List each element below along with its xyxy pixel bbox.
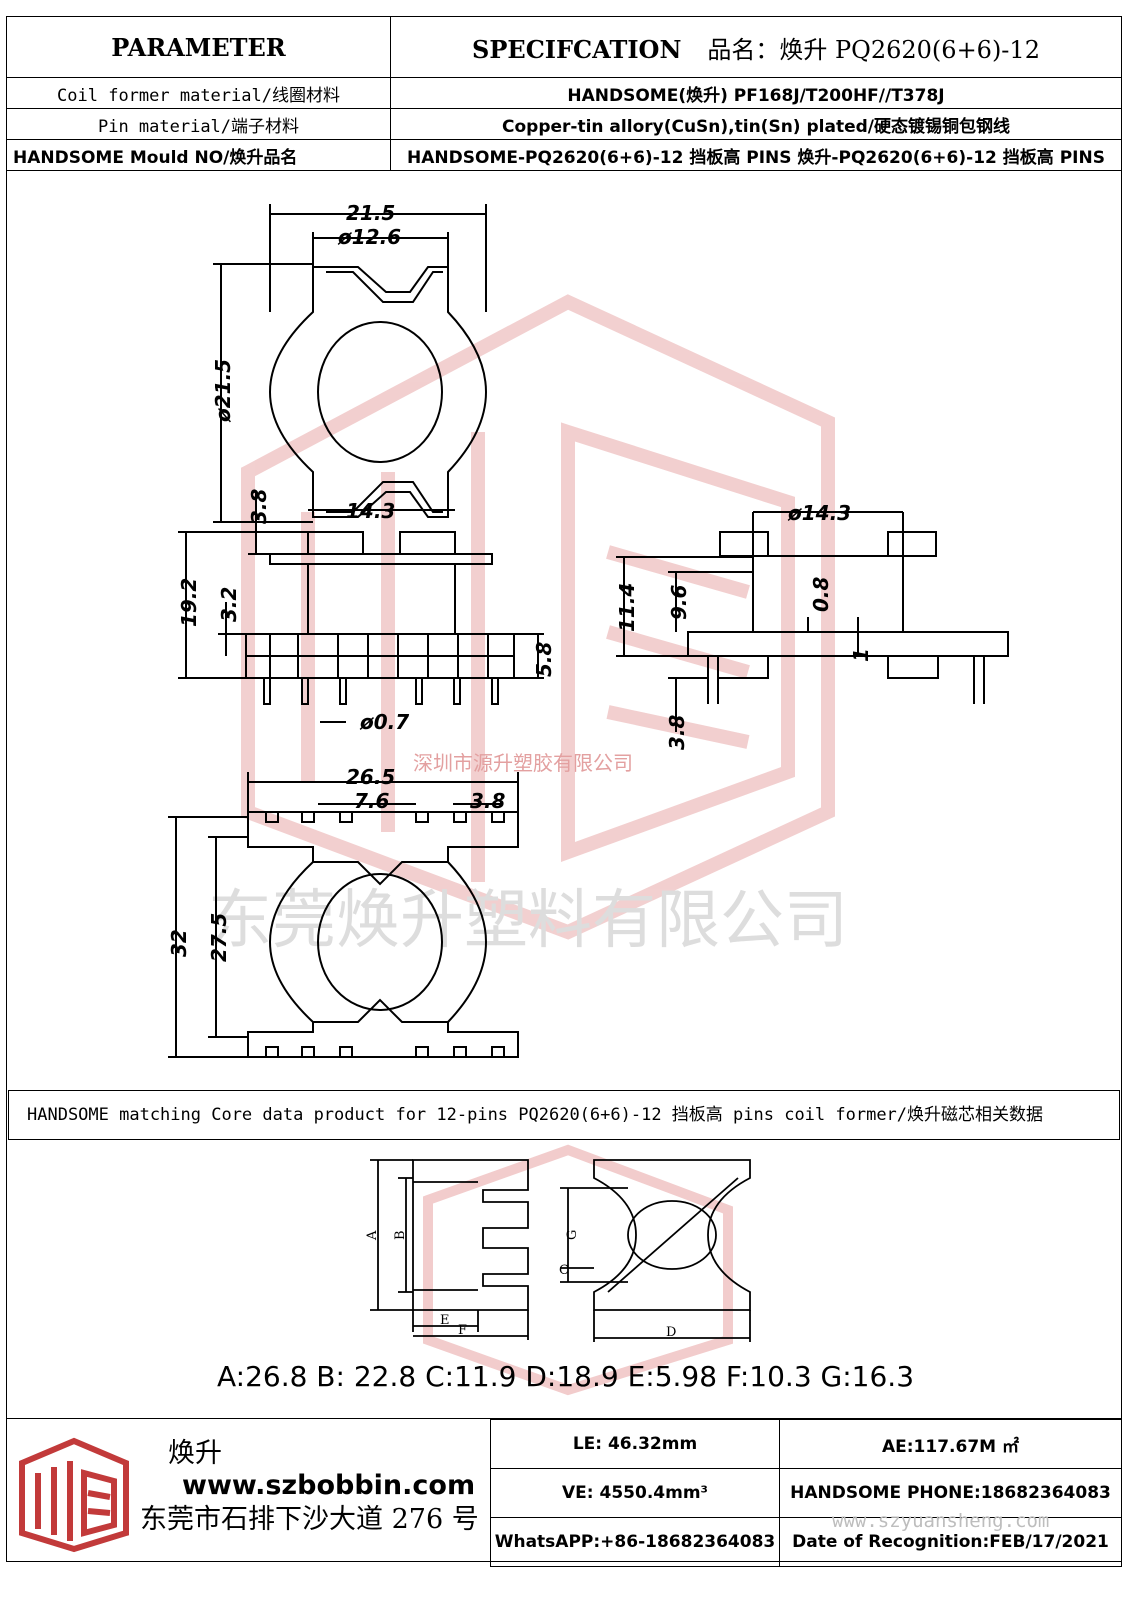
- core-top-view: [560, 1159, 751, 1342]
- whatsapp-value: WhatsAPP:+86-18682364083: [490, 1517, 780, 1567]
- dim-right-pin: 3.8: [665, 714, 689, 750]
- dim-bottom-pitch2: 3.8: [470, 789, 506, 813]
- dim-right-h1: 11.4: [615, 583, 639, 632]
- core-letter-f: F: [458, 1323, 467, 1338]
- dim-bottom-pitch: 7.6: [354, 789, 390, 813]
- coil-material-value: HANDSOME(焕升) PF168J/T200HF//T378J: [390, 77, 1122, 109]
- site-watermark: www.szyuansheng.com: [832, 1510, 1050, 1532]
- core-drawing: A B C D E F G: [365, 1144, 751, 1396]
- dim-side-base: 5.8: [532, 641, 556, 677]
- spec-header-table: PARAMETER SPECIFCATION 品名：焕升 PQ2620(6+6)-…: [6, 16, 1122, 171]
- dim-pin-dia: ø0.7: [359, 710, 409, 734]
- footer-data-table: LE: 46.32mm AE:117.67M ㎡ VE: 4550.4mm³ H…: [490, 1419, 1122, 1567]
- company-address: 东莞市石排下沙大道 276 号: [140, 1504, 479, 1535]
- side-view-front: [178, 492, 544, 723]
- dim-right-h3: 0.8: [809, 576, 833, 612]
- coil-former-drawing: 深圳市源升塑胶有限公司 东莞焕升塑料有限公司: [167, 201, 1009, 1058]
- watermark-small: 深圳市源升塑胶有限公司: [413, 751, 633, 775]
- company-logo-icon: [19, 1437, 129, 1553]
- top-pin-notches: [265, 812, 505, 823]
- footer-brand-line: 焕升www.szbobbin.com: [168, 1431, 490, 1501]
- ae-value: AE:117.67M ㎡: [779, 1419, 1122, 1469]
- brand-name: 焕升: [168, 1438, 222, 1469]
- dim-side-top: 3.8: [247, 488, 271, 524]
- footer: 焕升www.szbobbin.com 东莞市石排下沙大道 276 号 LE: 4…: [6, 1418, 1122, 1567]
- coil-material-label: Coil former material/线圈材料: [6, 77, 391, 109]
- core-side-view: [370, 1159, 529, 1340]
- specification-header: SPECIFCATION 品名：焕升 PQ2620(6+6)-12: [390, 16, 1122, 78]
- dim-side-total: 19.2: [177, 578, 201, 627]
- dim-side-inner: 14.3: [346, 499, 395, 523]
- watermark-large: 东莞焕升塑料有限公司: [208, 884, 848, 958]
- dim-top-width: 21.5: [346, 201, 395, 225]
- core-letter-c: C: [559, 1263, 569, 1278]
- dim-right-h4: 1: [849, 648, 873, 662]
- dim-bottom-inner: 27.5: [207, 913, 231, 962]
- core-letter-d: D: [666, 1325, 676, 1340]
- website-link[interactable]: www.szbobbin.com: [182, 1470, 476, 1501]
- spec-product-name: 品名：焕升 PQ2620(6+6)-12: [707, 35, 1040, 64]
- core-data-title: HANDSOME matching Core data product for …: [8, 1090, 1120, 1140]
- le-value: LE: 46.32mm: [490, 1419, 780, 1469]
- spec-label: SPECIFCATION: [472, 34, 682, 64]
- phone-value: HANDSOME PHONE:18682364083: [779, 1468, 1122, 1518]
- side-view-side: [616, 511, 1009, 732]
- mould-no-value: HANDSOME-PQ2620(6+6)-12 挡板高 PINS 焕升-PQ26…: [390, 139, 1122, 171]
- watermark-logo: [241, 294, 835, 940]
- dim-top-height: ø21.5: [211, 359, 235, 423]
- pin-material-value: Copper-tin allory(CuSn),tin(Sn) plated/硬…: [390, 108, 1122, 140]
- dim-right-h2: 9.6: [667, 584, 691, 620]
- core-letter-a: A: [365, 1230, 380, 1241]
- mould-no-label: HANDSOME Mould NO/焕升品名: [6, 139, 391, 171]
- footer-brand: 焕升www.szbobbin.com 东莞市石排下沙大道 276 号: [6, 1419, 490, 1563]
- dim-bottom-width: 26.5: [346, 765, 395, 789]
- dim-top-inner: ø12.6: [337, 225, 401, 249]
- core-dimensions: A:26.8 B: 22.8 C:11.9 D:18.9 E:5.98 F:10…: [216, 1360, 915, 1393]
- dim-bottom-height: 32: [167, 929, 191, 957]
- date-value: Date of Recognition:FEB/17/2021: [779, 1517, 1122, 1567]
- core-letter-e: E: [440, 1313, 450, 1328]
- bottom-pin-notches: [265, 1046, 505, 1057]
- core-letter-b: B: [393, 1230, 408, 1240]
- dim-right-width: ø14.3: [787, 501, 851, 525]
- parameter-header: PARAMETER: [6, 16, 391, 78]
- core-letter-g: G: [565, 1230, 580, 1240]
- ve-value: VE: 4550.4mm³: [490, 1468, 780, 1518]
- core-watermark: [423, 1144, 733, 1396]
- top-view: [213, 204, 488, 523]
- dim-side-mid: 3.2: [217, 587, 241, 622]
- pin-material-label: Pin material/端子材料: [6, 108, 391, 140]
- bottom-view: [168, 772, 519, 1058]
